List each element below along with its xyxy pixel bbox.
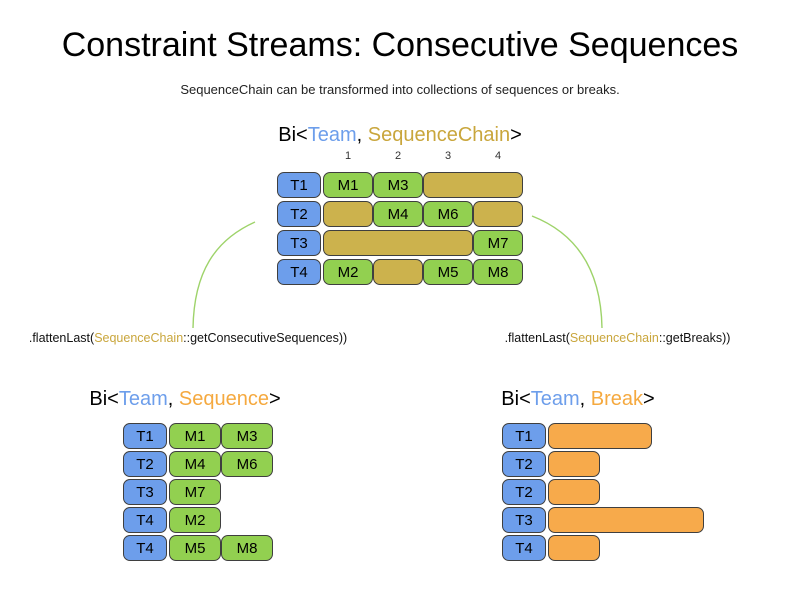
team-type-name: Team	[530, 388, 580, 410]
task-box: M5	[169, 535, 221, 561]
team-box: T1	[502, 423, 546, 449]
column-label: 3	[444, 150, 452, 162]
chain-bar	[323, 230, 473, 256]
task-box: M5	[423, 259, 473, 285]
flatten-breaks-label: .flattenLast(SequenceChain::getBreaks))	[465, 331, 770, 345]
task-box: M8	[473, 259, 523, 285]
team-box: T2	[502, 479, 546, 505]
task-box: M1	[169, 423, 221, 449]
task-box: M8	[221, 535, 273, 561]
break-bar	[548, 479, 600, 505]
slide-subtitle: SequenceChain can be transformed into co…	[180, 82, 620, 97]
task-box: M4	[169, 451, 221, 477]
team-box: T3	[277, 230, 321, 256]
task-box: M2	[169, 507, 221, 533]
break-bar	[548, 451, 600, 477]
chart-row: T4	[502, 535, 704, 561]
sequencechain-type-name: SequenceChain	[367, 124, 511, 146]
column-label: 2	[394, 150, 402, 162]
sequence-chart-title: Bi<Team, Sequence>	[60, 388, 310, 411]
task-box: M6	[221, 451, 273, 477]
type-prefix: Bi<	[89, 388, 119, 410]
team-box: T4	[502, 535, 546, 561]
team-box: T4	[123, 535, 167, 561]
chain-bar	[373, 259, 423, 285]
team-box: T3	[502, 507, 546, 533]
break-bar	[548, 507, 704, 533]
task-box: M7	[473, 230, 523, 256]
fn-pre: .flattenLast(	[28, 331, 95, 345]
chain-bar	[423, 172, 523, 198]
task-box: M3	[373, 172, 423, 198]
fn-post: ::getBreaks))	[658, 331, 731, 345]
team-box: T4	[277, 259, 321, 285]
team-box: T3	[123, 479, 167, 505]
top-chart-title: Bi<Team, SequenceChain>	[200, 124, 600, 147]
left-arrow-curve	[192, 221, 256, 329]
slide-title: Constraint Streams: Consecutive Sequence…	[61, 26, 739, 64]
type-suffix: >	[643, 388, 655, 410]
chart-row: T1	[502, 423, 704, 449]
column-label: 1	[344, 150, 352, 162]
task-box: M7	[169, 479, 221, 505]
chart-row: T3 M7	[277, 230, 523, 256]
team-box: T2	[502, 451, 546, 477]
fn-type: SequenceChain	[94, 331, 184, 345]
break-type-name: Break	[590, 388, 644, 410]
type-separator: ,	[579, 388, 591, 410]
team-box: T1	[123, 423, 167, 449]
break-bar	[548, 535, 600, 561]
task-box: M2	[323, 259, 373, 285]
column-label: 4	[494, 150, 502, 162]
task-box: M1	[323, 172, 373, 198]
type-suffix: >	[510, 124, 522, 146]
type-prefix: Bi<	[278, 124, 308, 146]
team-type-name: Team	[307, 124, 357, 146]
team-type-name: Team	[118, 388, 168, 410]
flatten-sequences-label: .flattenLast(SequenceChain::getConsecuti…	[8, 331, 368, 345]
team-box: T2	[123, 451, 167, 477]
type-suffix: >	[268, 388, 281, 410]
chain-bar	[473, 201, 523, 227]
task-box: M6	[423, 201, 473, 227]
chain-bar	[323, 201, 373, 227]
chart-row: T3	[502, 507, 704, 533]
team-box: T2	[277, 201, 321, 227]
fn-type: SequenceChain	[569, 331, 659, 345]
break-chart-title: Bi<Team, Break>	[453, 388, 703, 411]
column-labels: 1 2 3 4	[323, 150, 523, 162]
task-box: M3	[221, 423, 273, 449]
right-arrow-curve	[531, 215, 603, 329]
chart-row: T2	[502, 451, 704, 477]
break-bar	[548, 423, 652, 449]
task-box: M4	[373, 201, 423, 227]
sequence-type-name: Sequence	[178, 388, 269, 410]
type-separator: ,	[167, 388, 179, 410]
team-box: T1	[277, 172, 321, 198]
type-separator: ,	[356, 124, 368, 146]
chart-row: T2	[502, 479, 704, 505]
type-prefix: Bi<	[501, 388, 531, 410]
fn-pre: .flattenLast(	[504, 331, 570, 345]
fn-post: ::getConsecutiveSequences))	[183, 331, 348, 345]
team-box: T4	[123, 507, 167, 533]
